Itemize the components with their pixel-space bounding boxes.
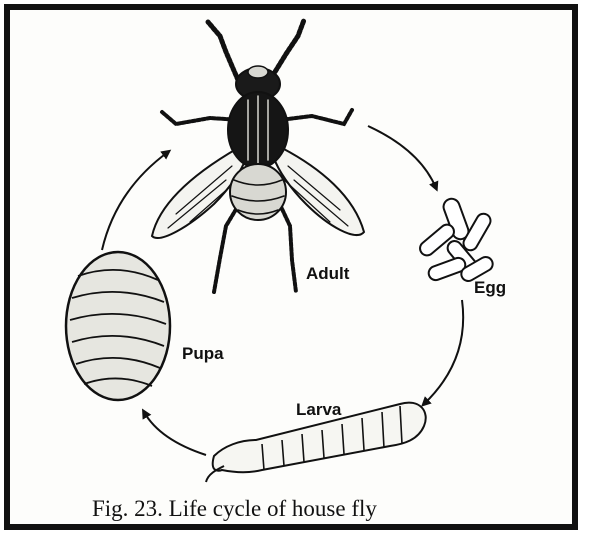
pupa-illustration (66, 252, 170, 400)
arrow-egg-to-larva (424, 300, 463, 404)
arrow-adult-to-egg (368, 126, 436, 188)
adult-fly-illustration (152, 20, 364, 292)
label-larva: Larva (296, 400, 341, 420)
figure-caption: Fig. 23. Life cycle of house fly (92, 496, 377, 522)
label-egg: Egg (474, 278, 506, 298)
egg-cluster-illustration (417, 197, 495, 284)
label-pupa: Pupa (182, 344, 224, 364)
label-adult: Adult (306, 264, 349, 284)
arrow-larva-to-pupa (144, 412, 206, 455)
